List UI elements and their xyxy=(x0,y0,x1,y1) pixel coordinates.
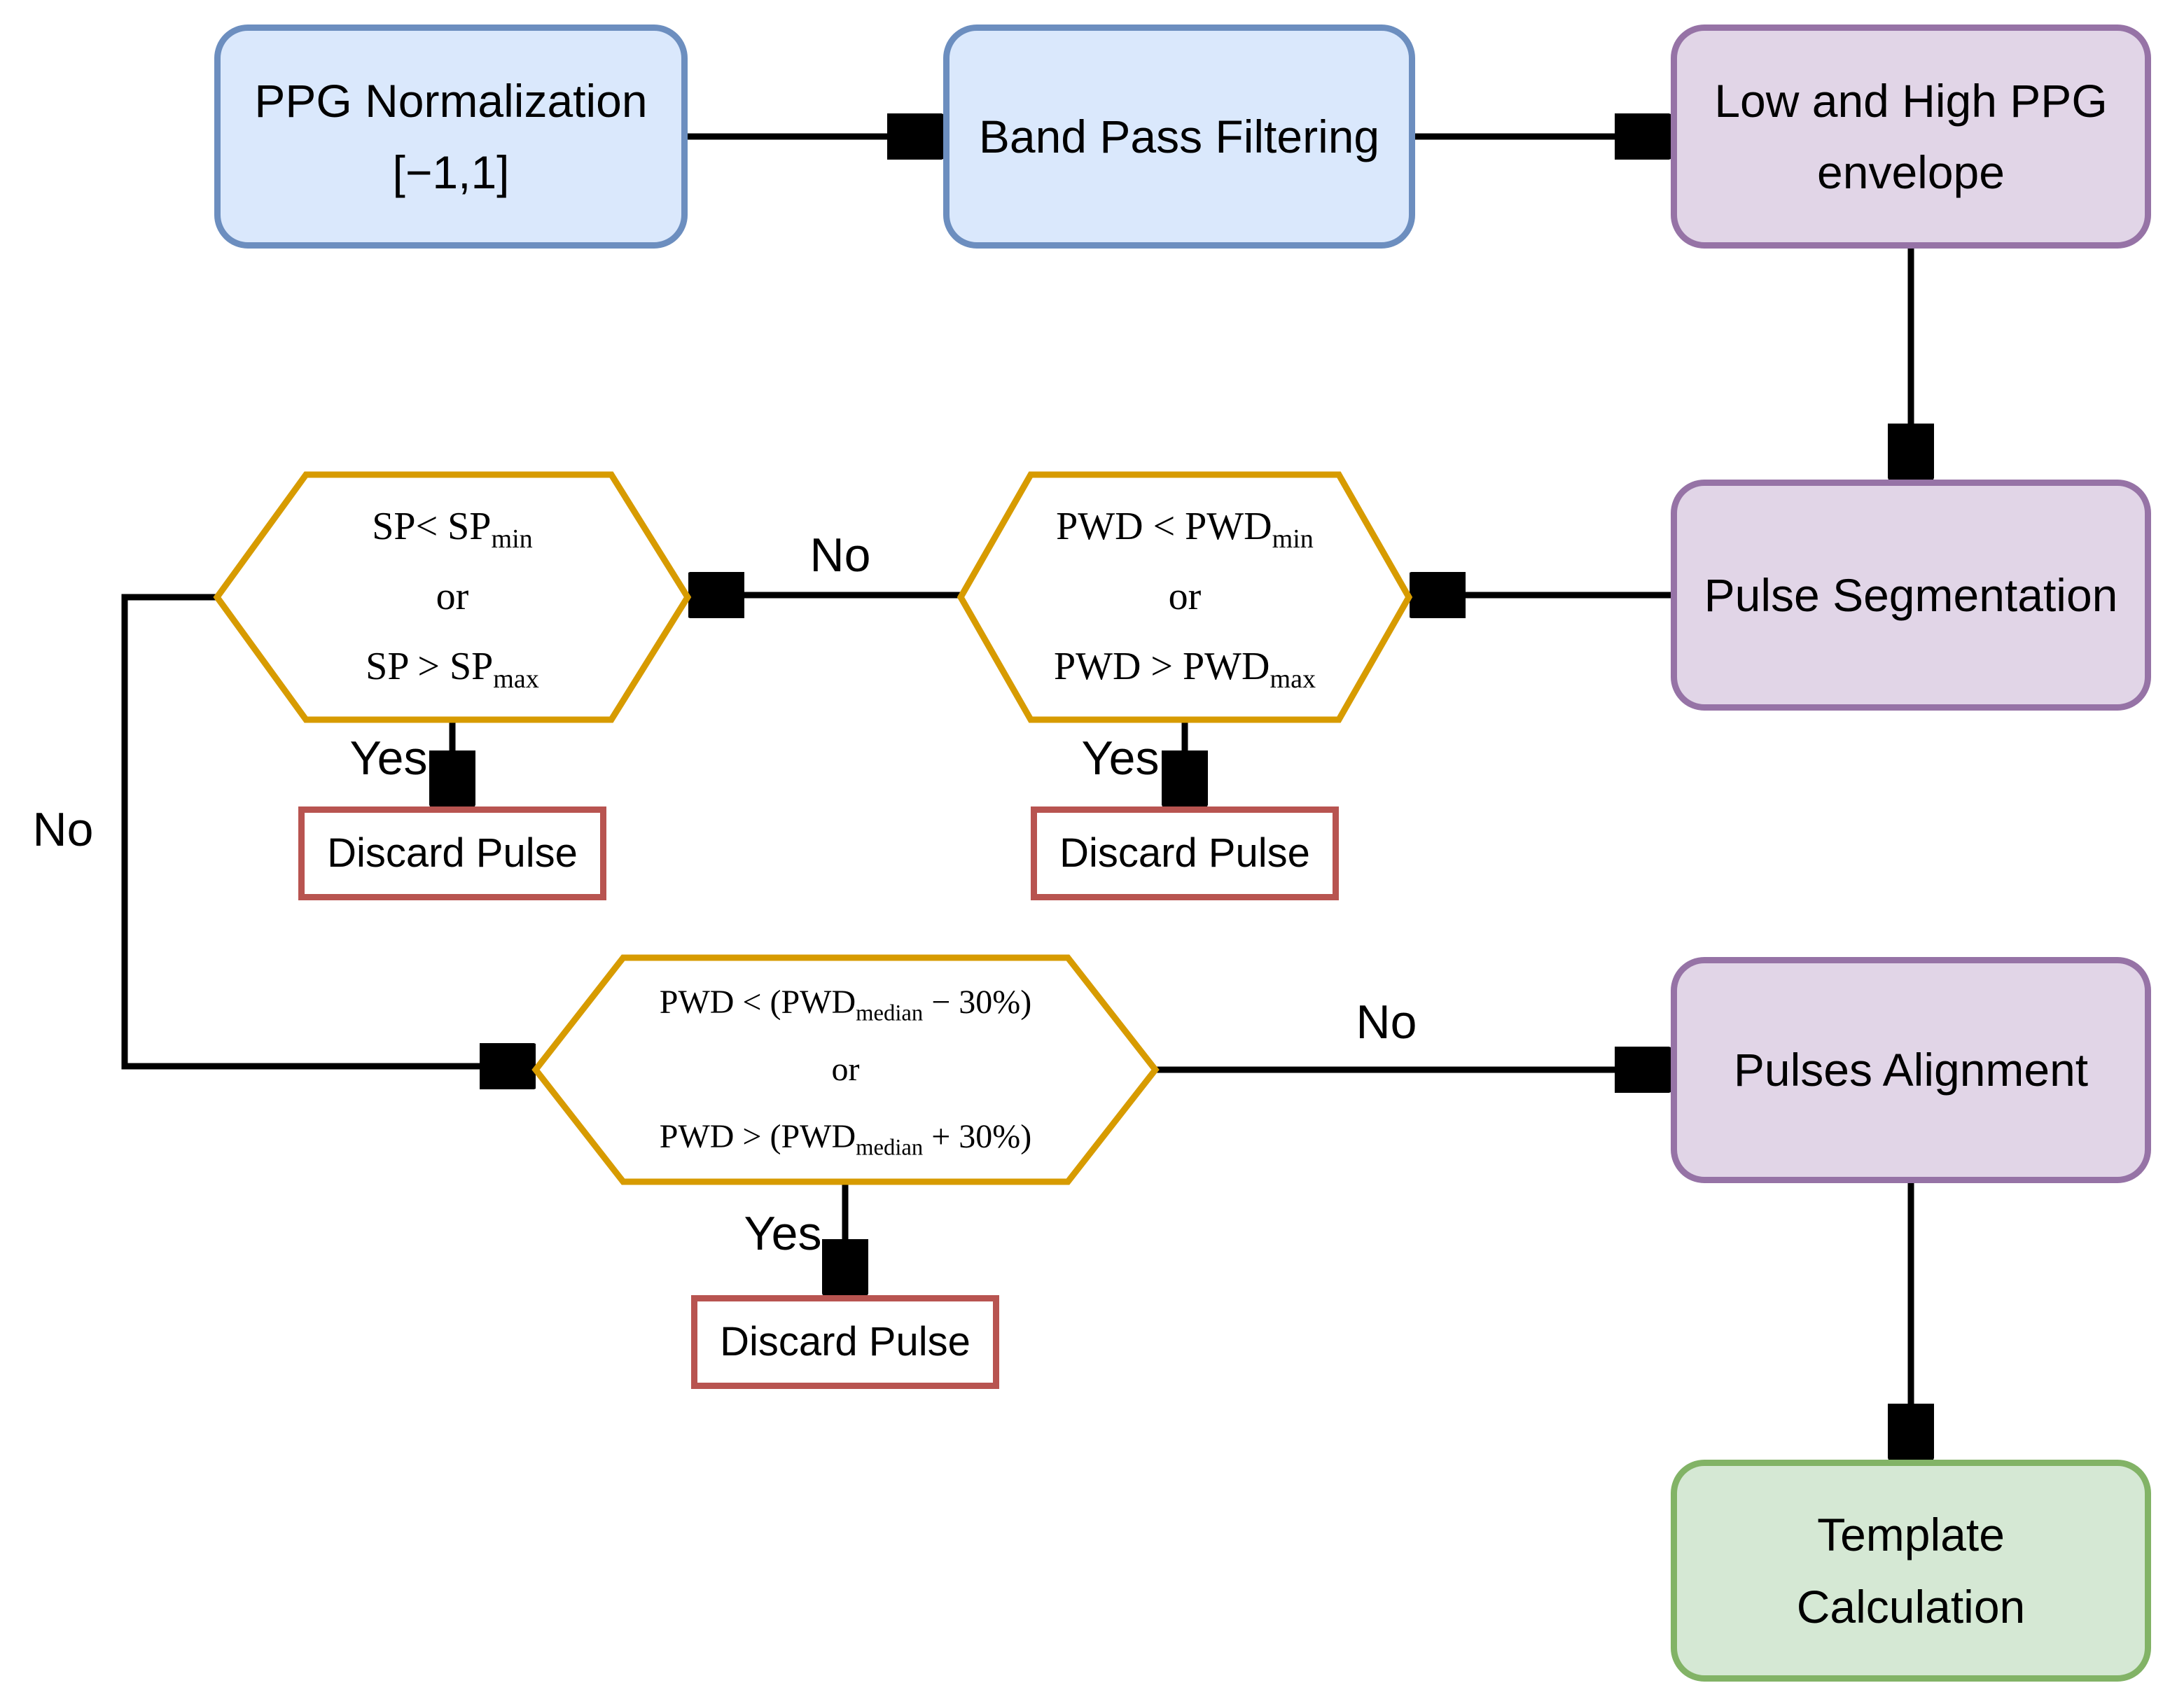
edge-label-yes-pwd: Yes xyxy=(1081,732,1160,785)
sp-range-decision-text: SP< SPmin or SP > SPmax xyxy=(252,483,653,711)
node-label-line: Template xyxy=(1817,1509,2005,1561)
node-label-line: Pulse Segmentation xyxy=(1704,568,2118,621)
node-label-line: Calculation xyxy=(1796,1580,2026,1633)
pwd-range-decision-text: PWD < PWDmin or PWD > PWDmax xyxy=(989,483,1381,711)
node-label-line: Discard Pulse xyxy=(1059,830,1310,877)
decision-line: SP > SPmax xyxy=(366,644,539,694)
node-label-line: [−1,1] xyxy=(392,146,510,198)
pwd-median-hexagon xyxy=(531,954,1160,1185)
node-discard-pulse-pwd: Discard Pulse xyxy=(1031,806,1339,900)
decision-line: or xyxy=(831,1051,860,1088)
edge-label-yes-sp: Yes xyxy=(349,732,428,785)
decision-line: or xyxy=(1168,575,1202,619)
decision-line: PWD < (PWDmedian − 30%) xyxy=(659,984,1032,1026)
decision-line: PWD > PWDmax xyxy=(1053,644,1316,694)
node-label-line: PPG Normalization xyxy=(254,74,648,127)
decision-line: PWD > (PWDmedian + 30%) xyxy=(659,1118,1032,1161)
node-label-line: Discard Pulse xyxy=(327,830,578,877)
decision-line: PWD < PWDmin xyxy=(1056,505,1314,554)
node-label-line: Band Pass Filtering xyxy=(978,110,1380,162)
decision-line: SP< SPmin xyxy=(372,505,533,554)
node-label-line: envelope xyxy=(1817,146,2005,198)
node-ppg-envelope: Low and High PPG envelope xyxy=(1671,25,2151,249)
node-ppg-normalization: PPG Normalization [−1,1] xyxy=(214,25,688,249)
edge-label-no-pwd-to-sp: No xyxy=(809,529,871,582)
node-template-calculation: Template Calculation xyxy=(1671,1460,2151,1682)
edge-label-no-median: No xyxy=(1356,996,1417,1049)
arrow-sp-no-to-median-decision xyxy=(121,594,531,1066)
node-label-line: Discard Pulse xyxy=(720,1319,971,1365)
decision-line: or xyxy=(436,575,469,619)
pwd-range-hexagon xyxy=(957,471,1413,723)
node-discard-pulse-median: Discard Pulse xyxy=(691,1295,999,1389)
edge-label-no-sp: No xyxy=(32,803,94,856)
node-discard-pulse-sp: Discard Pulse xyxy=(298,806,606,900)
node-label-line: Low and High PPG xyxy=(1714,74,2108,127)
node-label-line: Pulses Alignment xyxy=(1733,1044,2089,1096)
sp-range-hexagon xyxy=(213,471,692,723)
node-pulse-segmentation: Pulse Segmentation xyxy=(1671,480,2151,711)
pwd-median-decision-text: PWD < (PWDmedian − 30%) or PWD > (PWDmed… xyxy=(553,965,1138,1175)
node-band-pass-filtering: Band Pass Filtering xyxy=(943,25,1415,249)
edge-label-yes-median: Yes xyxy=(744,1207,822,1260)
node-pulses-alignment: Pulses Alignment xyxy=(1671,957,2151,1183)
